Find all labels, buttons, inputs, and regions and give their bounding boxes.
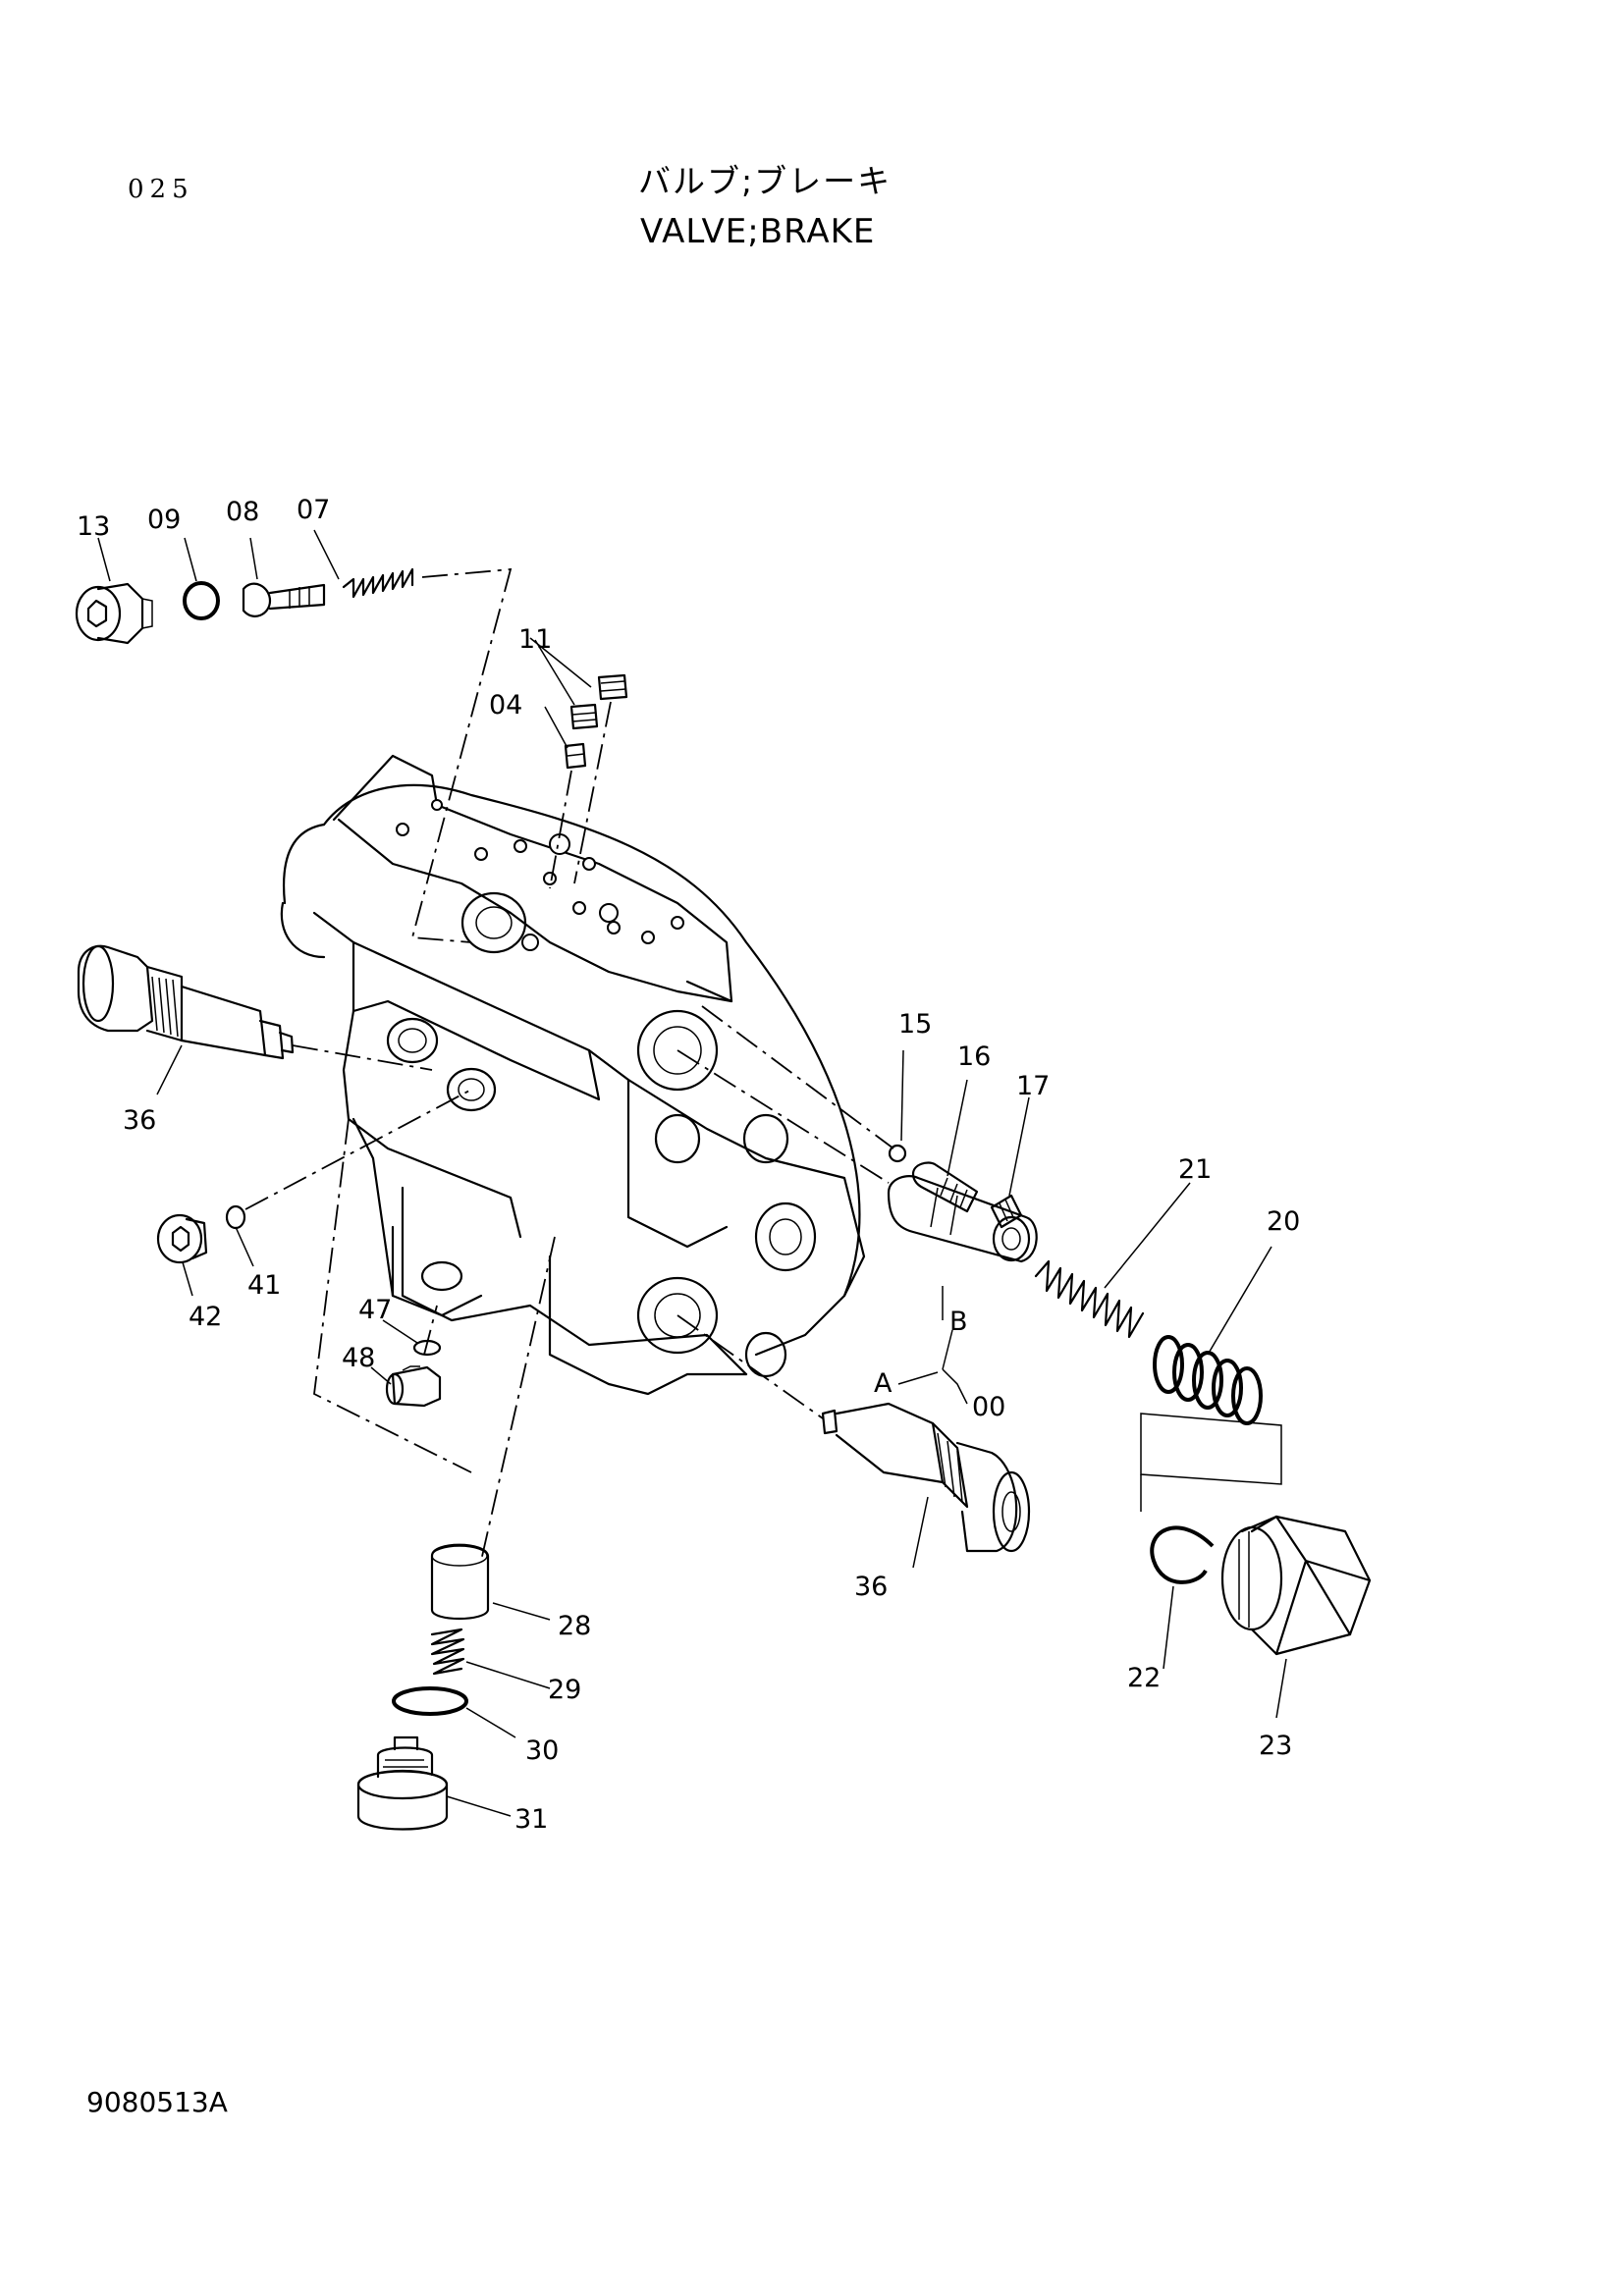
cap-28 <box>430 1543 490 1620</box>
spring-21 <box>1034 1259 1145 1339</box>
label-04: 04 <box>489 690 522 721</box>
plug-13 <box>75 582 153 645</box>
label-30: 30 <box>525 1735 559 1766</box>
ball-15 <box>888 1144 907 1163</box>
plug-17 <box>990 1194 1023 1229</box>
label-21: 21 <box>1178 1154 1212 1185</box>
label-16: 16 <box>957 1041 991 1072</box>
relief-valve-36-left <box>77 944 295 1060</box>
label-15: 15 <box>898 1009 932 1040</box>
label-23: 23 <box>1259 1731 1292 1761</box>
label-07: 07 <box>297 495 330 525</box>
label-41: 41 <box>247 1270 281 1301</box>
o-ring-41 <box>225 1204 246 1230</box>
label-31: 31 <box>514 1804 548 1835</box>
label-42: 42 <box>189 1302 222 1332</box>
plug-11b <box>569 703 599 730</box>
label-11: 11 <box>518 624 552 655</box>
part-labels: 13 09 08 07 11 04 36 15 16 17 21 20 41 4… <box>77 495 1300 1835</box>
o-ring-30 <box>392 1686 468 1716</box>
label-b: B <box>949 1307 968 1337</box>
label-09: 09 <box>147 505 181 535</box>
label-47: 47 <box>358 1295 392 1325</box>
ring-22 <box>1150 1525 1215 1584</box>
label-48: 48 <box>342 1343 375 1373</box>
drawing-id: 9080513A <box>86 2086 228 2118</box>
spring-20 <box>1153 1335 1263 1425</box>
label-17: 17 <box>1016 1071 1050 1101</box>
label-22: 22 <box>1127 1663 1161 1693</box>
poppet-08 <box>242 582 326 617</box>
label-13: 13 <box>77 511 110 542</box>
plug-42 <box>156 1213 208 1264</box>
label-00: 00 <box>972 1392 1005 1422</box>
label-28: 28 <box>558 1611 591 1641</box>
title-english: VALVE;BRAKE <box>640 212 876 251</box>
spool-b <box>887 1175 1038 1263</box>
title-japanese: バルブ;ブレーキ <box>638 162 893 200</box>
plug-04 <box>564 742 587 770</box>
page-number: 025 <box>128 175 194 204</box>
valve-body <box>280 754 866 1396</box>
label-29: 29 <box>548 1675 581 1705</box>
plug-23 <box>1220 1515 1372 1656</box>
label-36-left: 36 <box>123 1105 156 1136</box>
o-ring-09 <box>183 581 220 620</box>
spring-07 <box>342 567 414 599</box>
plug-31 <box>356 1735 449 1831</box>
label-20: 20 <box>1267 1206 1300 1237</box>
plug-11a <box>597 673 628 701</box>
label-08: 08 <box>226 497 259 527</box>
pin-16 <box>911 1161 979 1213</box>
label-36-bottom: 36 <box>854 1572 888 1602</box>
relief-valve-36-bottom <box>821 1402 1031 1553</box>
plug-48 <box>385 1365 442 1408</box>
label-a: A <box>874 1368 893 1399</box>
spring-29 <box>430 1628 465 1676</box>
